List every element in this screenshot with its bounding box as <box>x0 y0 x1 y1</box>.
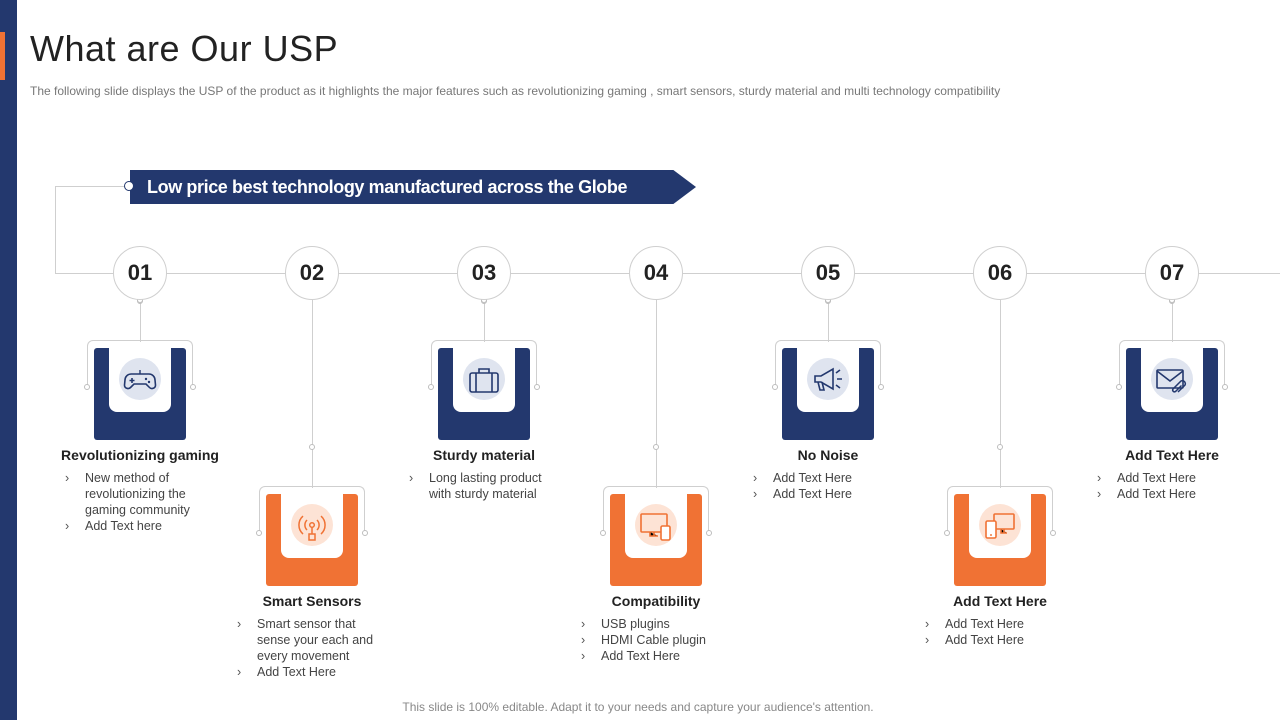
step-connector <box>1000 300 1001 488</box>
step-bullets: Add Text HereAdd Text Here <box>925 616 1065 648</box>
bracket-dot-left <box>772 384 778 390</box>
bracket-dot-right <box>534 384 540 390</box>
step-connector <box>1172 300 1173 342</box>
step-bullets: Add Text HereAdd Text Here <box>1097 470 1237 502</box>
step-number: 01 <box>113 246 167 300</box>
step-number: 04 <box>629 246 683 300</box>
slide-subtitle: The following slide displays the USP of … <box>30 84 1001 98</box>
step-bullets: Smart sensor that sense your each and ev… <box>237 616 377 680</box>
bullet-item: Add Text Here <box>1097 486 1237 502</box>
icon-box <box>453 348 515 412</box>
slide-title: What are Our USP <box>30 28 339 69</box>
bracket-dot-right <box>1222 384 1228 390</box>
icon-box <box>1141 348 1203 412</box>
step-title: Add Text Here <box>1125 447 1219 463</box>
step-card <box>266 494 358 586</box>
step-title: Revolutionizing gaming <box>61 447 219 463</box>
bracket-dot-left <box>428 384 434 390</box>
bracket-dot-right <box>706 530 712 536</box>
connector-dot <box>309 444 315 450</box>
bullet-item: Add Text Here <box>1097 470 1237 486</box>
step-connector <box>312 300 313 488</box>
step-card <box>610 494 702 586</box>
bracket-dot-left <box>1116 384 1122 390</box>
step-bullets: Long lasting product with sturdy materia… <box>409 470 549 502</box>
bracket-dot-left <box>84 384 90 390</box>
connector-dot <box>997 444 1003 450</box>
bullet-item: Add Text Here <box>753 486 893 502</box>
bracket-dot-left <box>256 530 262 536</box>
banner-anchor-dot <box>124 181 134 191</box>
icon-highlight <box>291 504 333 546</box>
step-card <box>94 348 186 440</box>
footer-note: This slide is 100% editable. Adapt it to… <box>402 700 874 714</box>
card-bracket <box>1119 340 1225 388</box>
step-number: 03 <box>457 246 511 300</box>
title-accent-bar <box>0 32 5 80</box>
card-bracket <box>603 486 709 534</box>
step-connector <box>656 300 657 488</box>
banner-text: Low price best technology manufactured a… <box>147 177 628 197</box>
icon-box <box>797 348 859 412</box>
left-sidebar-strip <box>0 0 17 720</box>
icon-box <box>969 494 1031 558</box>
step-title: Smart Sensors <box>262 593 362 609</box>
step-connector <box>140 300 141 342</box>
step-title: No Noise <box>797 447 859 463</box>
bullet-item: Add Text Here <box>753 470 893 486</box>
bracket-dot-right <box>362 530 368 536</box>
bullet-item: HDMI Cable plugin <box>581 632 721 648</box>
bullet-item: Add Text Here <box>581 648 721 664</box>
icon-highlight <box>119 358 161 400</box>
step-card <box>954 494 1046 586</box>
bracket-dot-right <box>190 384 196 390</box>
bullet-item: New method of revolutionizing the gaming… <box>65 470 215 518</box>
step-card <box>782 348 874 440</box>
headline-banner: Low price best technology manufactured a… <box>130 170 696 204</box>
icon-box <box>109 348 171 412</box>
step-bullets: New method of revolutionizing the gaming… <box>65 470 215 534</box>
icon-box <box>625 494 687 558</box>
icon-box <box>281 494 343 558</box>
step-number: 07 <box>1145 246 1199 300</box>
step-bullets: Add Text HereAdd Text Here <box>753 470 893 502</box>
step-connector <box>484 300 485 342</box>
bullet-item: Long lasting product with sturdy materia… <box>409 470 549 502</box>
card-bracket <box>947 486 1053 534</box>
bullet-item: Smart sensor that sense your each and ev… <box>237 616 377 664</box>
step-connector <box>828 300 829 342</box>
timeline-left-vertical <box>55 186 56 274</box>
timeline-banner-connector <box>55 186 127 187</box>
bracket-dot-right <box>1050 530 1056 536</box>
bullet-item: Add Text Here <box>237 664 377 680</box>
step-number: 05 <box>801 246 855 300</box>
card-bracket <box>87 340 193 388</box>
connector-dot <box>653 444 659 450</box>
bullet-item: USB plugins <box>581 616 721 632</box>
step-title: Add Text Here <box>953 593 1047 609</box>
step-card <box>1126 348 1218 440</box>
step-title: Compatibility <box>611 593 701 609</box>
bracket-dot-left <box>944 530 950 536</box>
bracket-dot-right <box>878 384 884 390</box>
card-bracket <box>431 340 537 388</box>
step-number: 02 <box>285 246 339 300</box>
bullet-item: Add Text here <box>65 518 215 534</box>
step-number: 06 <box>973 246 1027 300</box>
bracket-dot-left <box>600 530 606 536</box>
bullet-item: Add Text Here <box>925 632 1065 648</box>
card-bracket <box>775 340 881 388</box>
step-card <box>438 348 530 440</box>
step-title: Sturdy material <box>433 447 535 463</box>
card-bracket <box>259 486 365 534</box>
step-bullets: USB pluginsHDMI Cable pluginAdd Text Her… <box>581 616 721 664</box>
bullet-item: Add Text Here <box>925 616 1065 632</box>
